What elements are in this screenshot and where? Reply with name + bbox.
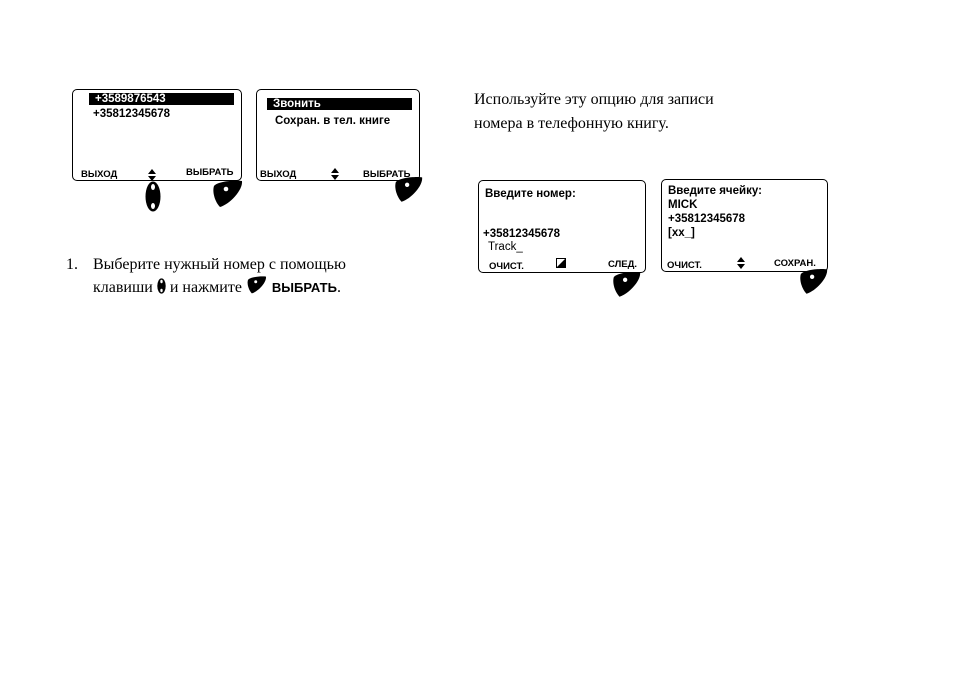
softkey-select-label[interactable]: ВЫБРАТЬ <box>186 167 234 178</box>
phone-display-number-list: +3589876543 +35812345678 ВЫХОД ВЫБРАТЬ <box>72 89 242 181</box>
right-softkey-icon <box>247 276 266 294</box>
right-softkey-icon[interactable] <box>394 176 424 203</box>
step-text-line2: клавиши и нажмите ВЫБРАТЬ. <box>93 276 341 300</box>
input-mode-icon <box>556 258 566 268</box>
contact-number: +35812345678 <box>668 213 746 225</box>
step-text-line1: Выберите нужный номер с помощью <box>93 256 346 273</box>
selection-highlight <box>267 98 412 110</box>
menu-item-call[interactable]: Звонить <box>273 98 321 110</box>
right-softkey-icon[interactable] <box>799 268 829 295</box>
right-softkey-icon[interactable] <box>212 180 244 208</box>
prompt-title: Введите номер: <box>485 188 576 200</box>
scroll-key-icon <box>157 278 166 294</box>
name-input[interactable]: Track_ <box>488 241 523 253</box>
softkey-select-label[interactable]: ВЫБРАТЬ <box>363 169 411 180</box>
softkey-clear-label[interactable]: ОЧИСТ. <box>667 260 702 271</box>
softkey-clear-label[interactable]: ОЧИСТ. <box>489 261 524 272</box>
prompt-title: Введите ячейку: <box>668 185 762 197</box>
softkey-exit-label[interactable]: ВЫХОД <box>81 169 118 180</box>
up-down-arrows-icon <box>148 169 156 181</box>
up-down-arrows-icon <box>331 168 339 180</box>
phone-display-enter-cell: Введите ячейку: MICK +35812345678 [xx_] … <box>661 179 828 272</box>
step-key-label: ВЫБРАТЬ <box>271 280 337 295</box>
scroll-key-icon[interactable] <box>145 181 161 212</box>
step-text-press: и нажмите <box>169 279 242 296</box>
selection-highlight <box>89 93 234 105</box>
list-item[interactable]: +35812345678 <box>93 108 171 120</box>
softkey-exit-label[interactable]: ВЫХОД <box>260 169 297 180</box>
phone-display-options-menu: Звонить Сохран. в тел. книге ВЫХОД ВЫБРА… <box>256 89 420 181</box>
softkey-save-label[interactable]: СОХРАН. <box>774 258 816 269</box>
softkey-next-label[interactable]: СЛЕД. <box>608 259 638 270</box>
step-period: . <box>336 279 341 296</box>
menu-item-save-to-phonebook[interactable]: Сохран. в тел. книге <box>275 115 391 127</box>
entered-number: +35812345678 <box>483 228 561 240</box>
intro-line1: Используйте эту опцию для записи <box>474 91 714 108</box>
cell-input[interactable]: [xx_] <box>668 227 695 239</box>
contact-name: MICK <box>668 199 698 211</box>
up-down-arrows-icon <box>737 257 745 269</box>
step-number: 1. <box>66 256 78 273</box>
intro-line2: номера в телефонную книгу. <box>474 115 669 132</box>
step-text-keys: клавиши <box>93 279 153 296</box>
list-item-selected[interactable]: +3589876543 <box>95 93 166 105</box>
right-softkey-icon[interactable] <box>612 271 642 298</box>
phone-display-enter-number: Введите номер: +35812345678 Track_ ОЧИСТ… <box>478 180 646 273</box>
